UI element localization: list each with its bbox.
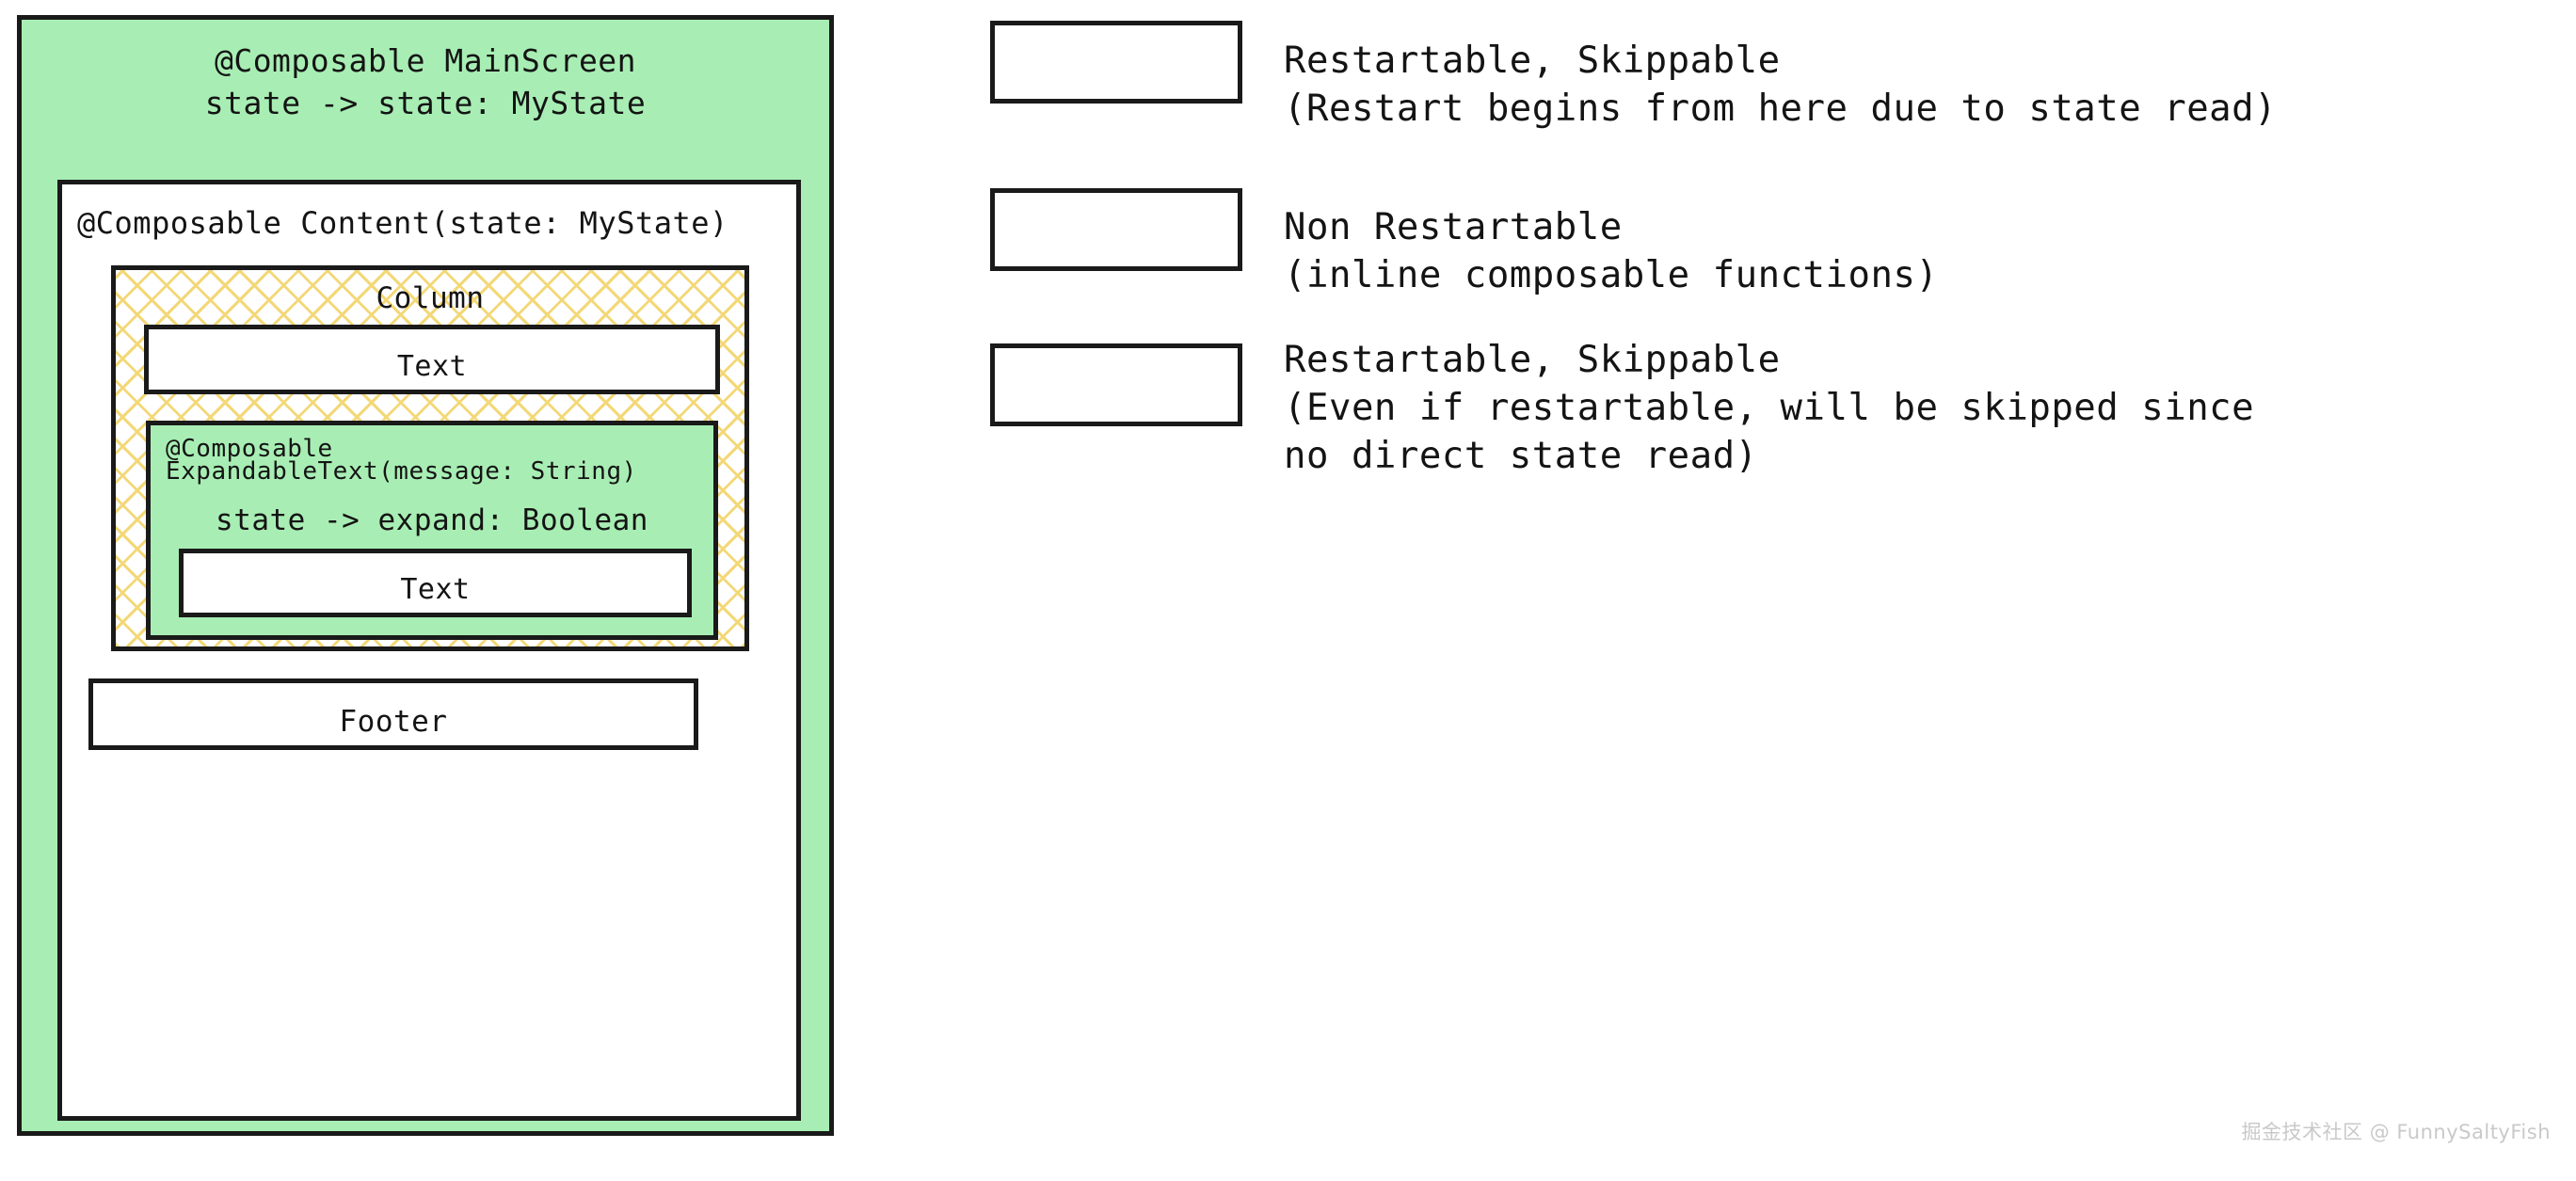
expandable-text-signature: ExpandableText(message: String): [166, 457, 637, 486]
legend-swatch-plain: [990, 343, 1242, 426]
footer-box: Footer: [88, 678, 698, 750]
legend: Restartable, Skippable (Restart begins f…: [986, 0, 2576, 1181]
legend-label-plain: Restartable, Skippable (Even if restarta…: [1284, 339, 2255, 477]
legend-label-hatch: Non Restartable (inline composable funct…: [1284, 206, 1939, 296]
legend-swatch-hatch: [990, 188, 1242, 271]
legend-swatch-green: [990, 21, 1242, 104]
main-screen-box: @Composable MainScreen state -> state: M…: [17, 15, 834, 1136]
legend-label-green: Restartable, Skippable (Restart begins f…: [1284, 40, 2278, 130]
footer-label: Footer: [339, 705, 448, 739]
expandable-text-annotation: @Composable: [166, 435, 333, 463]
expandable-inner-text-box: Text: [179, 549, 692, 617]
column-text-label: Text: [396, 350, 468, 383]
content-box: @Composable Content(state: MyState) Colu…: [57, 180, 801, 1121]
expandable-text-box: @Composable ExpandableText(message: Stri…: [146, 421, 718, 640]
expandable-inner-text-label: Text: [400, 573, 471, 606]
main-screen-state-label: state -> state: MyState: [204, 85, 647, 121]
expandable-text-state-label: state -> expand: Boolean: [216, 503, 648, 537]
main-screen-title: @Composable MainScreen: [214, 42, 637, 79]
content-title: @Composable Content(state: MyState): [77, 205, 728, 241]
column-box: Column Text @Composable ExpandableText(m…: [111, 265, 749, 651]
column-text-box: Text: [144, 325, 720, 394]
watermark: 掘金技术社区 @ FunnySaltyFish: [2241, 1121, 2551, 1143]
column-title: Column: [376, 281, 485, 315]
